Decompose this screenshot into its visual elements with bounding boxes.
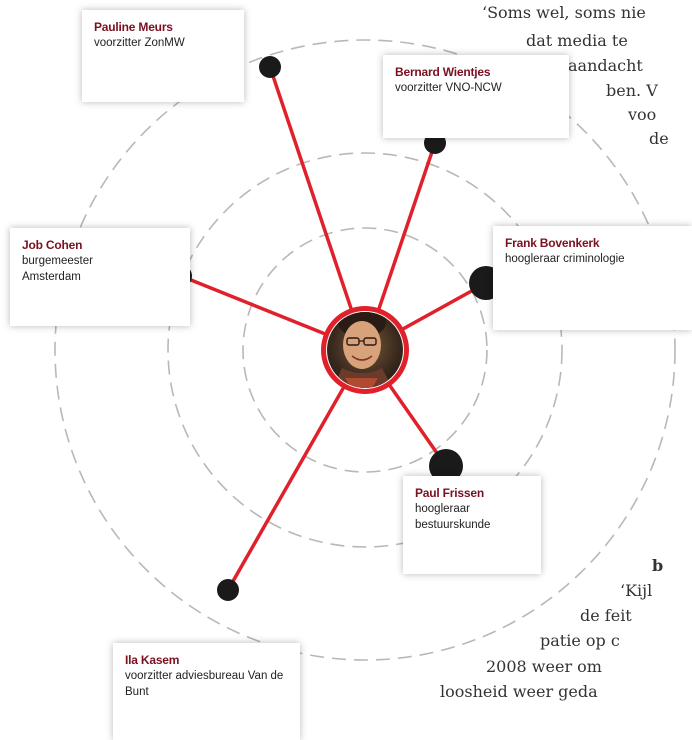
- person-card-job-cohen: Job Cohen burgemeester Amsterdam: [10, 228, 190, 326]
- ring-middle: [167, 152, 563, 548]
- person-name: Pauline Meurs: [94, 20, 173, 34]
- distance-rings: [54, 39, 676, 661]
- node-pauline-meurs: [259, 56, 281, 78]
- ring-inner: [242, 227, 488, 473]
- person-card-pauline-meurs: Pauline Meurs voorzitter ZonMW: [82, 10, 244, 102]
- person-role: voorzitter VNO-NCW: [395, 82, 502, 94]
- ring-outer: [54, 39, 676, 661]
- person-name: Ila Kasem: [125, 653, 180, 667]
- person-role: hoogleraar bestuurskunde: [415, 503, 491, 531]
- person-name: Bernard Wientjes: [395, 65, 491, 79]
- edge-ila-kasem: [226, 349, 367, 591]
- edge-pauline-meurs: [268, 66, 367, 351]
- connection-lines: [180, 66, 487, 591]
- person-name: Job Cohen: [22, 238, 83, 252]
- person-role: voorzitter adviesbureau Van de Bunt: [125, 670, 284, 698]
- person-card-paul-frissen: Paul Frissen hoogleraar bestuurskunde: [403, 476, 541, 574]
- node-ila-kasem: [217, 579, 239, 601]
- node-paul-frissen: [429, 449, 463, 483]
- person-card-bernard-wientjes: Bernard Wientjes voorzitter VNO-NCW: [383, 55, 569, 138]
- center-portrait: [321, 306, 409, 394]
- person-card-frank-bovenkerk: Frank Bovenkerk hoogleraar criminologie: [493, 226, 692, 330]
- person-name: Paul Frissen: [415, 486, 484, 500]
- person-card-ila-kasem: Ila Kasem voorzitter adviesbureau Van de…: [113, 643, 300, 740]
- person-name: Frank Bovenkerk: [505, 236, 600, 250]
- person-role: hoogleraar criminologie: [505, 253, 625, 265]
- person-role: burgemeester Amsterdam: [22, 255, 93, 283]
- person-role: voorzitter ZonMW: [94, 37, 185, 49]
- portrait-photo-icon: [327, 312, 403, 388]
